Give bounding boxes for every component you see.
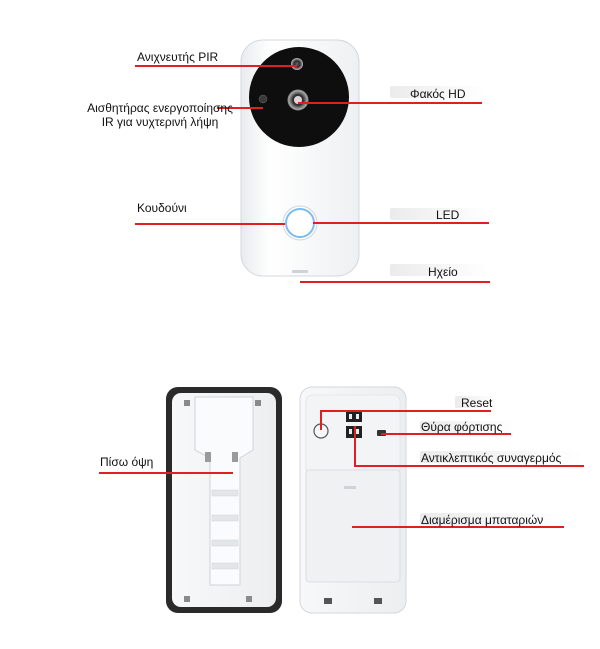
tamper-pointer-drop	[354, 426, 356, 466]
back-view-pointer-line	[99, 472, 233, 474]
ir-sensor-label-line2: IR για νυχτερινή λήψη	[101, 115, 219, 129]
bell-label: Κουδούνι	[137, 201, 187, 215]
pir-label: Ανιχνευτής PIR	[137, 50, 219, 64]
charging-pointer-line	[381, 433, 511, 435]
ir-sensor-label-line1: Αισθητήρας ενεργοποίησης	[87, 101, 233, 115]
lens-label: Φακός HD	[410, 87, 466, 101]
battery-compartment-label: Διαμέρισμα μπαταριών	[421, 513, 544, 527]
reset-pointer-line	[321, 410, 491, 412]
lens-pointer-line	[298, 102, 482, 104]
tamper-alarm-label: Αντικλεπτικός συναγερμός	[421, 451, 562, 465]
pir-sensor	[291, 58, 303, 70]
ir-sensor	[258, 94, 268, 104]
tamper-switch	[346, 412, 362, 422]
speaker-pointer-line	[300, 281, 490, 283]
led-pointer-line	[313, 222, 489, 224]
bell-pointer-line	[135, 223, 285, 225]
speaker-grille	[292, 270, 308, 273]
ir-sensor-label: Αισθητήρας ενεργοποίησης IR για νυχτεριν…	[60, 101, 260, 129]
led-label: LED	[436, 208, 460, 222]
speaker-label: Ηχείο	[428, 265, 458, 279]
tamper-pointer-line	[354, 465, 584, 467]
reset-label: Reset	[461, 396, 493, 410]
reset-pointer-drop	[320, 410, 322, 430]
ir-sensor-pointer-line	[217, 107, 263, 109]
charging-port-label: Θύρα φόρτισης	[421, 420, 503, 434]
pir-pointer-line	[135, 65, 297, 67]
battery-pointer-line	[352, 526, 564, 528]
back-view-label: Πίσω όψη	[100, 455, 154, 469]
